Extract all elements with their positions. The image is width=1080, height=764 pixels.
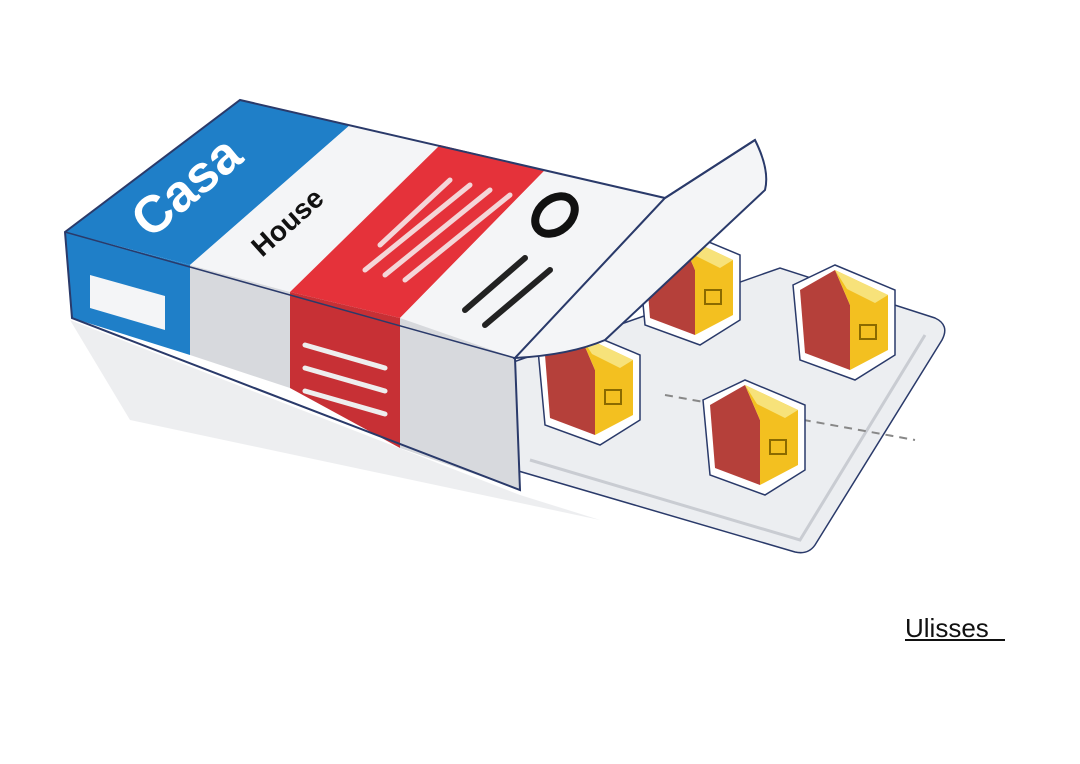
house-pill [537,329,641,446]
box-shadow [70,320,600,520]
box-top-blue [65,100,350,265]
box-front-white-end [400,318,520,490]
medicine-box: Casa House [63,98,768,492]
box-flap [512,138,768,360]
box-front-label [90,275,165,330]
box-front-white [190,265,290,388]
house-pill [792,264,896,381]
box-top-red [290,145,545,318]
box-top-white [190,125,440,292]
house-pill [702,379,806,496]
box-o-mark [531,192,579,238]
artist-signature: Ulisses [905,613,989,643]
